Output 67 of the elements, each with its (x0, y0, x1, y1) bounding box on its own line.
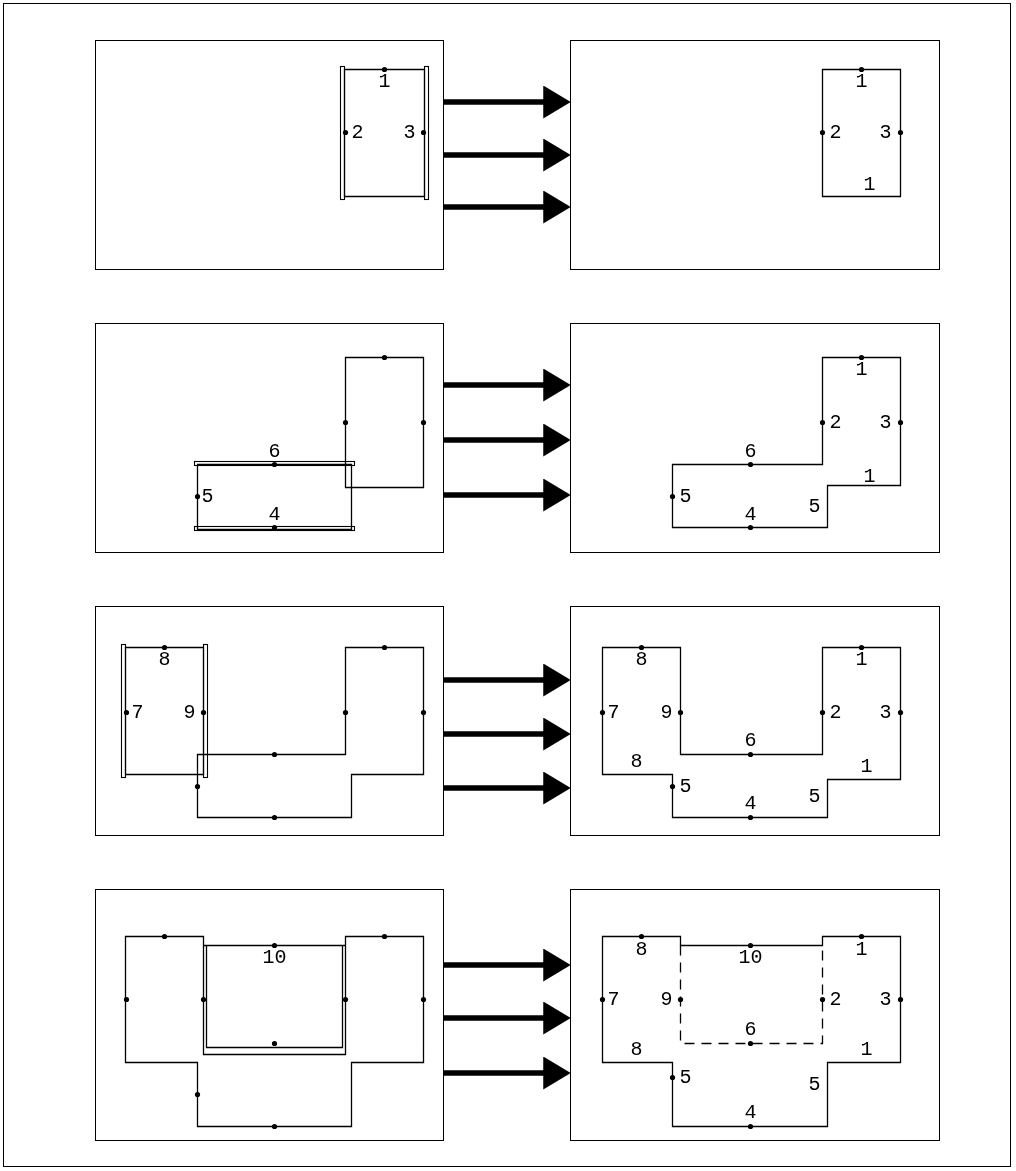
floor-plan-panel (95, 889, 444, 1141)
point-number: 8 (635, 939, 648, 960)
point-number: 1 (378, 71, 391, 92)
point-number: 4 (744, 1102, 757, 1123)
point-number: 4 (744, 504, 757, 525)
point-number: 3 (879, 702, 892, 723)
floor-plan-panel (570, 889, 940, 1141)
arrow (444, 663, 571, 697)
floor-plan-panel (95, 323, 444, 553)
point-number: 10 (738, 947, 763, 968)
point-number: 3 (879, 122, 892, 143)
arrow (444, 948, 571, 982)
point-number: 2 (829, 122, 842, 143)
point-number: 1 (855, 939, 868, 960)
point-number: 2 (351, 122, 364, 143)
point-number: 9 (183, 702, 196, 723)
floor-plan-panel (570, 323, 940, 553)
arrow (444, 423, 571, 457)
point-number: 5 (679, 776, 692, 797)
point-number: 8 (635, 649, 648, 670)
point-number: 7 (607, 989, 620, 1010)
floor-plan-panel (95, 40, 444, 270)
arrow (444, 368, 571, 402)
point-number: 1 (855, 359, 868, 380)
point-number: 8 (630, 751, 643, 772)
arrow (444, 771, 571, 805)
floor-plan-panel (95, 606, 444, 836)
arrow (444, 85, 571, 119)
point-number: 6 (268, 441, 281, 462)
point-number: 1 (863, 466, 876, 487)
point-number: 4 (268, 504, 281, 525)
point-number: 3 (879, 412, 892, 433)
point-number: 1 (855, 649, 868, 670)
point-number: 1 (860, 756, 873, 777)
arrow (444, 190, 571, 224)
point-number: 6 (744, 730, 757, 751)
arrow (444, 1056, 571, 1090)
arrow (444, 478, 571, 512)
point-number: 7 (131, 702, 144, 723)
point-number: 2 (829, 702, 842, 723)
point-number: 5 (808, 786, 821, 807)
point-number: 1 (855, 71, 868, 92)
point-number: 10 (262, 947, 287, 968)
point-number: 5 (679, 1067, 692, 1088)
point-number: 6 (744, 441, 757, 462)
point-number: 8 (158, 649, 171, 670)
point-number: 5 (808, 496, 821, 517)
arrow (444, 1001, 571, 1035)
point-number: 4 (744, 793, 757, 814)
point-number: 2 (829, 412, 842, 433)
point-number: 1 (863, 174, 876, 195)
floor-plan-panel (570, 40, 940, 270)
point-number: 5 (808, 1074, 821, 1095)
point-number: 5 (201, 486, 214, 507)
floor-plan-panel (570, 606, 940, 836)
point-number: 7 (607, 702, 620, 723)
point-number: 8 (630, 1039, 643, 1060)
point-number: 9 (660, 989, 673, 1010)
point-number: 9 (660, 702, 673, 723)
point-number: 3 (879, 989, 892, 1010)
arrow (444, 138, 571, 172)
point-number: 5 (679, 486, 692, 507)
point-number: 3 (403, 122, 416, 143)
point-number: 1 (860, 1039, 873, 1060)
point-number: 6 (744, 1019, 757, 1040)
point-number: 2 (829, 989, 842, 1010)
arrow (444, 717, 571, 751)
